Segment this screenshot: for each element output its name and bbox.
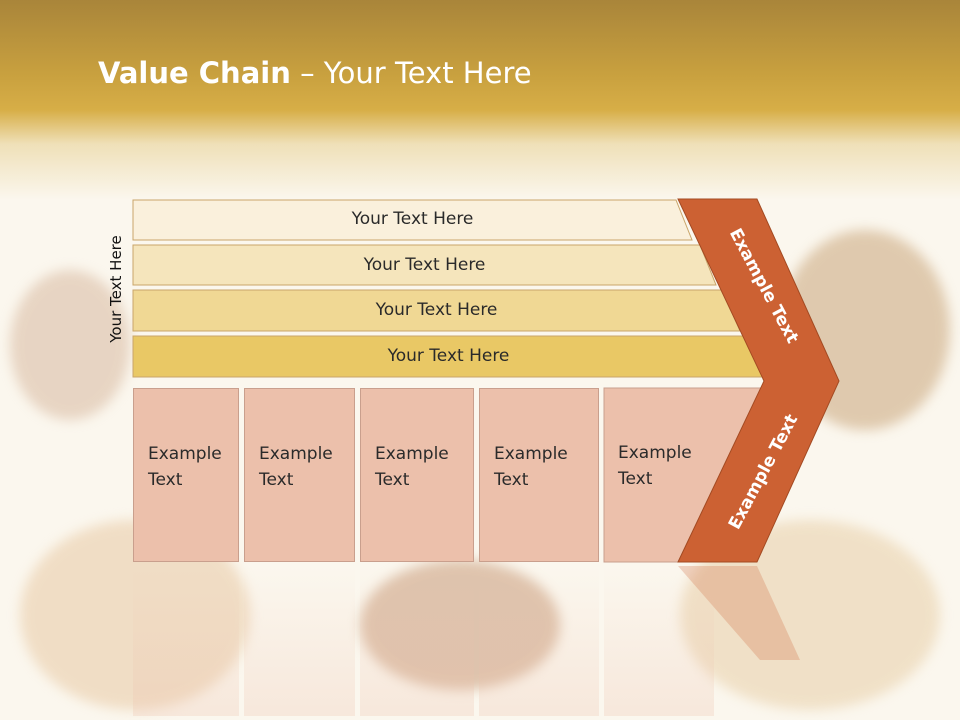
activity-box-line2: Text: [494, 470, 529, 490]
activity-box-2: Example Text: [244, 388, 355, 562]
header-background: [0, 0, 960, 200]
activity-box-line1: Example: [618, 443, 692, 463]
chevron-reflection: [678, 566, 800, 660]
activity-box-1: Example Text: [133, 388, 239, 562]
activity-box-line2: Text: [375, 470, 410, 490]
box-reflection: [360, 566, 474, 716]
activity-box-line1: Example: [259, 444, 333, 464]
activity-box-line1: Example: [375, 444, 449, 464]
activity-box-line2: Text: [618, 469, 653, 489]
chevron-arrow: [677, 198, 840, 563]
box-reflection: [479, 566, 599, 716]
activity-box-line1: Example: [148, 444, 222, 464]
band-shape-1: [132, 199, 693, 241]
box-reflection: [604, 566, 714, 716]
slide-title: Value Chain – Your Text Here: [98, 56, 532, 90]
activity-box-4: Example Text: [479, 388, 599, 562]
activity-box-5: Example Text: [604, 388, 714, 562]
value-band-3: Your Text Here: [375, 300, 498, 320]
title-bold: Value Chain: [98, 56, 291, 90]
value-band-4: Your Text Here: [387, 346, 510, 366]
box-reflection: [244, 566, 355, 716]
value-band-2: Your Text Here: [363, 255, 486, 275]
activity-box-line1: Example: [494, 444, 568, 464]
value-band-1: Your Text Here: [351, 209, 474, 229]
background-food-photo: [10, 270, 130, 420]
band-shape-2: [132, 244, 717, 286]
background-food-photo: [360, 560, 560, 690]
activity-box-line2: Text: [148, 470, 183, 490]
activity-box-line2: Text: [259, 470, 294, 490]
activity-box-3: Example Text: [360, 388, 474, 562]
box-reflection: [133, 566, 239, 716]
title-rest: – Your Text Here: [290, 56, 532, 90]
